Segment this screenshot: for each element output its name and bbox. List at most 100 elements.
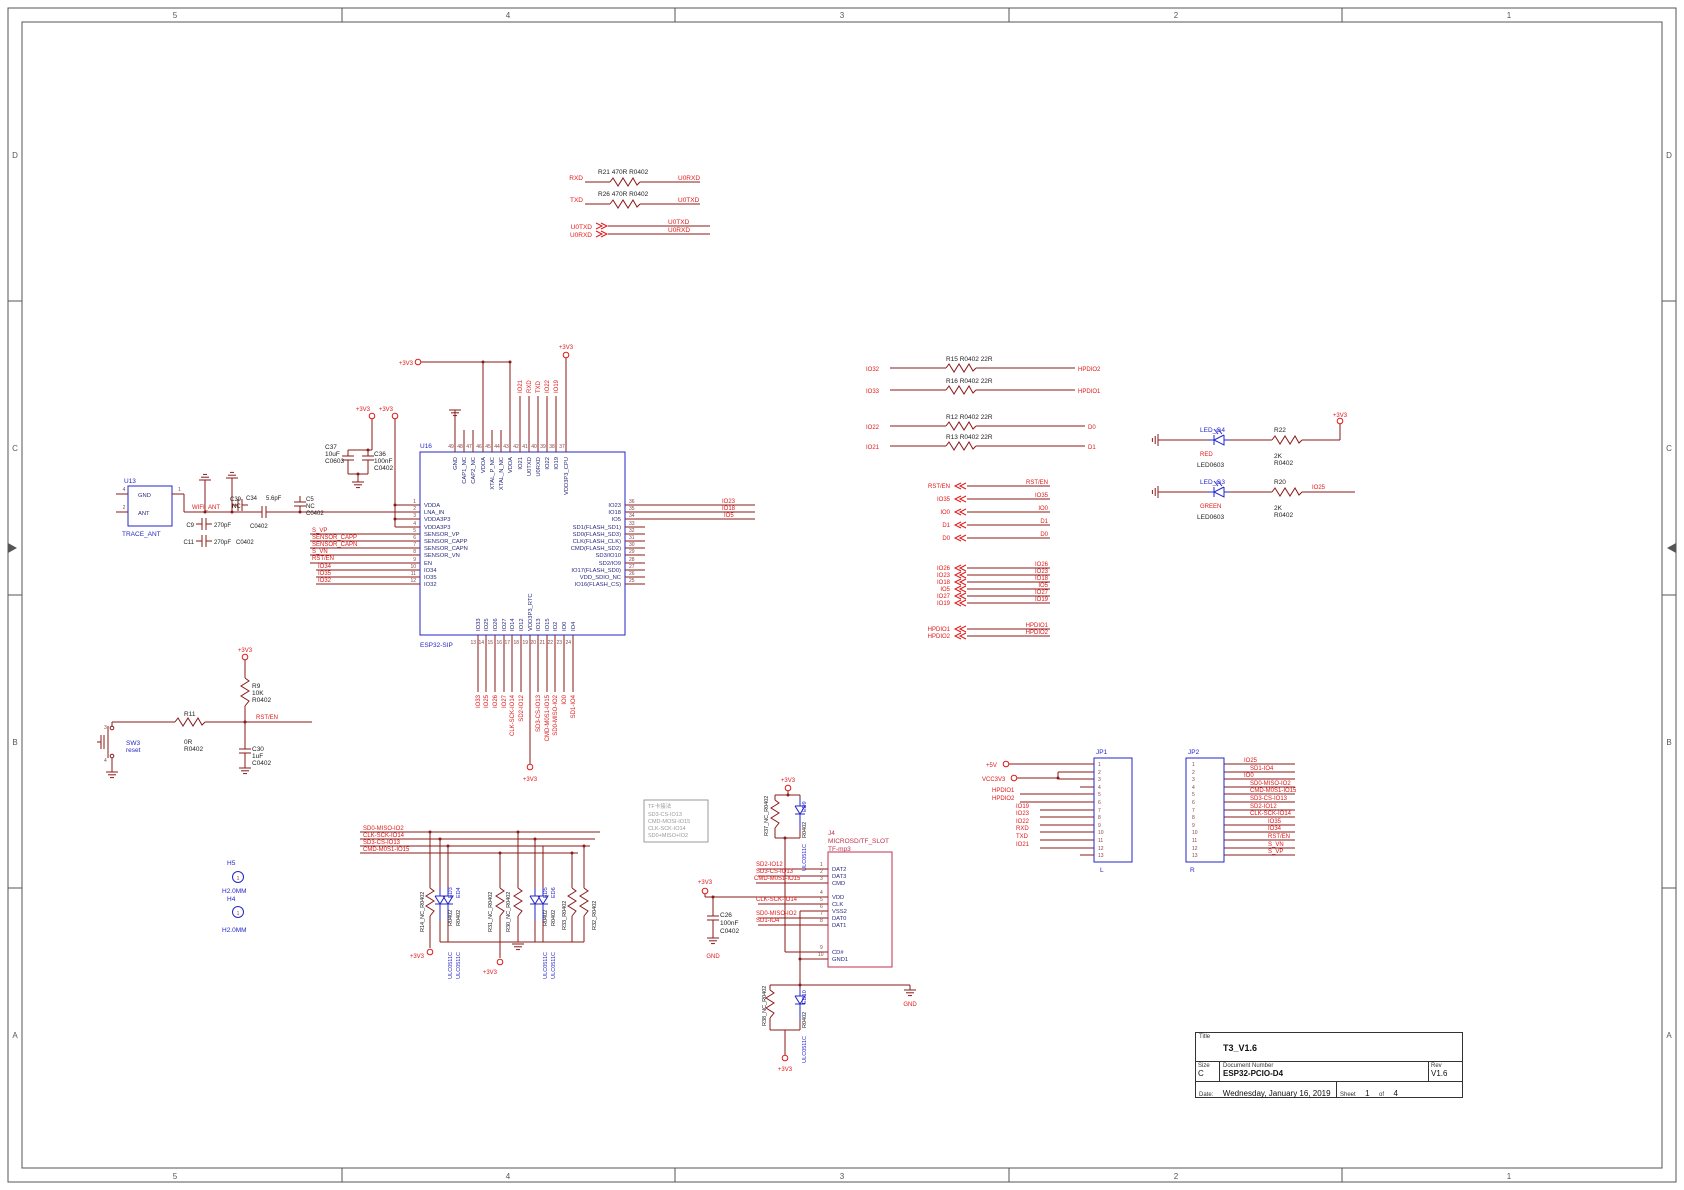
pin-number: 11: [1192, 838, 1197, 844]
junction-dot: [798, 957, 802, 961]
power-symbol: [784, 784, 792, 792]
value-label: 1uF: [252, 753, 263, 760]
pin-number: 1: [1192, 762, 1195, 768]
net-label: SD3-CS-IO13: [756, 869, 794, 875]
value-label: 100nF: [720, 920, 738, 927]
net-label: IO18: [1035, 576, 1049, 582]
center-marker: [1667, 543, 1676, 553]
net-label: U0RXD: [570, 232, 592, 239]
net-label: U0RXD: [678, 175, 700, 182]
net-label: IO23: [1035, 569, 1049, 575]
pin-name: IO15: [545, 618, 551, 631]
value-label: 2K: [1274, 505, 1283, 512]
net-label: IO23: [937, 573, 951, 579]
net-label: SD2-IO12: [519, 694, 525, 721]
pin-name: VDDA3P3: [424, 525, 450, 531]
net-label: IO27: [502, 694, 508, 708]
pin-number: 11: [1098, 838, 1103, 844]
value-label: R0402: [1274, 512, 1294, 519]
refdes-label: reset: [126, 747, 141, 754]
pin-name: VDDA: [424, 503, 440, 509]
refdes-label: ULC0511C: [448, 952, 454, 979]
pin-number: 10: [818, 952, 824, 958]
net-label: IO23: [722, 499, 736, 505]
value-label: R22: [1274, 427, 1286, 434]
junction-dot: [446, 844, 450, 848]
value-label: R0402: [448, 910, 454, 926]
resistor-symbol: [770, 799, 780, 829]
size-cell: Size C: [1196, 1061, 1220, 1081]
net-chevron: [958, 632, 967, 640]
sheet-number: 1: [1365, 1089, 1370, 1098]
pin-number: 6: [820, 904, 823, 910]
pin-number: 43: [503, 444, 509, 450]
net-label: IO33: [476, 694, 482, 708]
pin-name: VDD3P3_CPU: [564, 457, 570, 495]
net-label: +3V3: [559, 345, 574, 351]
pin-name: IO5: [612, 517, 621, 523]
pin-number: 3: [104, 725, 107, 731]
net-label: IO0: [940, 510, 950, 516]
resistor-symbol: [945, 421, 977, 431]
pin-number: 2: [413, 506, 416, 512]
net-label: IO22: [1016, 819, 1030, 825]
esd-diode-symbol: [442, 895, 454, 905]
pin-number: 1: [413, 499, 416, 505]
pin-name: DAT3: [832, 874, 846, 880]
pin-name: DAT2: [832, 867, 846, 873]
value-label: R30_NC_R0402: [506, 892, 512, 932]
net-label: IO22: [545, 379, 551, 393]
pin-number: 22: [547, 640, 553, 646]
net-label: +5V: [986, 763, 997, 769]
value-label: 270pF: [214, 540, 231, 546]
mounting-hole: [232, 906, 244, 918]
value-label: R0402: [184, 746, 204, 753]
net-label: IO22: [866, 425, 880, 431]
net-label: IO19: [554, 379, 560, 393]
power-symbol: [781, 1054, 789, 1062]
net-chevron: [953, 564, 962, 572]
value-label: 2K: [1274, 453, 1283, 460]
refdes-label: ULC0511C: [802, 844, 808, 871]
net-label: IO27: [1035, 590, 1049, 596]
pin-number: 8: [413, 549, 416, 555]
pin-number: 1: [1098, 762, 1101, 768]
junction-dot: [243, 720, 247, 724]
net-label: +3V3: [698, 880, 713, 886]
pin-number: 19: [522, 640, 528, 646]
pin-number: 13: [1192, 853, 1198, 859]
net-chevron: [953, 599, 962, 607]
pin-number: 3: [820, 876, 823, 882]
rev-value: V1.6: [1431, 1069, 1448, 1078]
net-label: RST/EN: [312, 556, 334, 562]
power-symbol: [1336, 417, 1344, 425]
pin-name: SENSOR_CAPN: [424, 546, 468, 552]
pin-number: 17: [504, 640, 510, 646]
junction-dot: [582, 844, 586, 848]
net-label: HPDIO1: [928, 627, 951, 633]
net-label: IO25: [1244, 758, 1258, 764]
net-label: IO35: [937, 497, 951, 503]
junction-dot: [798, 983, 802, 987]
title-block: Title T3_V1.6 Size C Document Number ESP…: [1195, 1032, 1463, 1098]
resistor-symbol: [495, 887, 505, 917]
net-label: +3V3: [399, 361, 414, 367]
pin-name: GND: [453, 457, 459, 470]
net-chevron: [958, 585, 967, 593]
net-label: TXD: [536, 380, 542, 393]
net-chevron: [958, 495, 967, 503]
value-label: R37_NC_R0402: [764, 796, 770, 836]
gnd-symbol: [106, 771, 118, 779]
value-label: R0402: [802, 1012, 808, 1028]
pin-name: CMD(FLASH_SD2): [571, 546, 621, 552]
inner-border: [21, 21, 1663, 1169]
junction-dot: [428, 830, 432, 834]
net-label: IO5: [1038, 583, 1048, 589]
docnum-cell: Document Number ESP32-PCIO-D4: [1220, 1061, 1428, 1081]
junction-dot: [230, 510, 234, 514]
net-label: IO33: [866, 389, 880, 395]
net-label: +3V3: [523, 777, 538, 783]
pin-name: ANT: [138, 511, 150, 517]
pin-name: SENSOR_VN: [424, 553, 460, 559]
component-outline: [127, 485, 173, 527]
